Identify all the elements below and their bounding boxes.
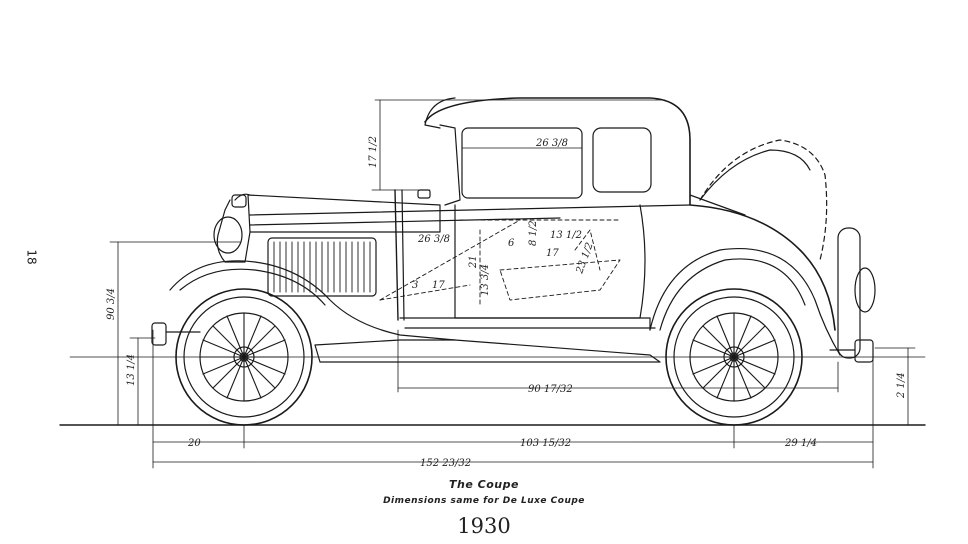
rear-bumper-post <box>837 227 861 359</box>
dim-height-to-cowl: 90 3/4 <box>106 288 117 320</box>
dim-body-length: 90 17/32 <box>528 384 573 395</box>
dim-seat-e: 17 <box>432 280 445 291</box>
front-fender <box>169 260 456 341</box>
rear-quarter-window <box>592 127 652 193</box>
dim-overall-length: 152 23/32 <box>420 458 471 469</box>
dim-seat-g: 3 <box>412 280 418 291</box>
dim-rear-bumper-height: 2 1/4 <box>896 372 907 399</box>
car-body <box>151 97 876 363</box>
dim-seat-c: 21 <box>468 255 479 269</box>
dim-seat-b: 17 <box>546 248 559 259</box>
dim-seat-h: 8 1/2 <box>528 220 539 246</box>
dim-seat-i: 13 1/2 <box>550 230 582 241</box>
dim-door-width: 26 3/8 <box>417 234 450 245</box>
caption-subtitle: Dimensions same for De Luxe Coupe <box>383 496 585 506</box>
rear-fender <box>649 248 841 356</box>
dim-front-overhang: 20 <box>187 438 201 449</box>
caption-title: The Coupe <box>449 478 519 491</box>
dim-rear-overhang: 29 1/4 <box>784 438 817 449</box>
page-number: 18 <box>24 249 39 265</box>
running-board <box>314 339 661 363</box>
side-window <box>461 127 583 199</box>
door <box>454 204 646 319</box>
headlight <box>213 216 243 254</box>
front-bumper <box>151 322 167 346</box>
hood-louvers <box>267 237 377 297</box>
dim-top-height: 17 1/2 <box>368 136 379 168</box>
dim-seat-d: 13 3/4 <box>480 264 491 296</box>
dim-window-width: 26 3/8 <box>535 138 568 149</box>
interior-layout <box>379 219 621 306</box>
dimension-lines <box>109 99 916 469</box>
caption-year: 1930 <box>457 514 511 538</box>
dim-wheelbase: 103 15/32 <box>520 438 571 449</box>
dim-bumper-height: 13 1/4 <box>126 354 137 386</box>
dimension-labels: 20 103 15/32 29 1/4 152 23/32 90 17/32 9… <box>106 136 907 469</box>
rumble-lid-open <box>699 139 828 261</box>
radiator-shell <box>216 199 251 263</box>
dim-seat-a: 6 <box>508 238 515 249</box>
